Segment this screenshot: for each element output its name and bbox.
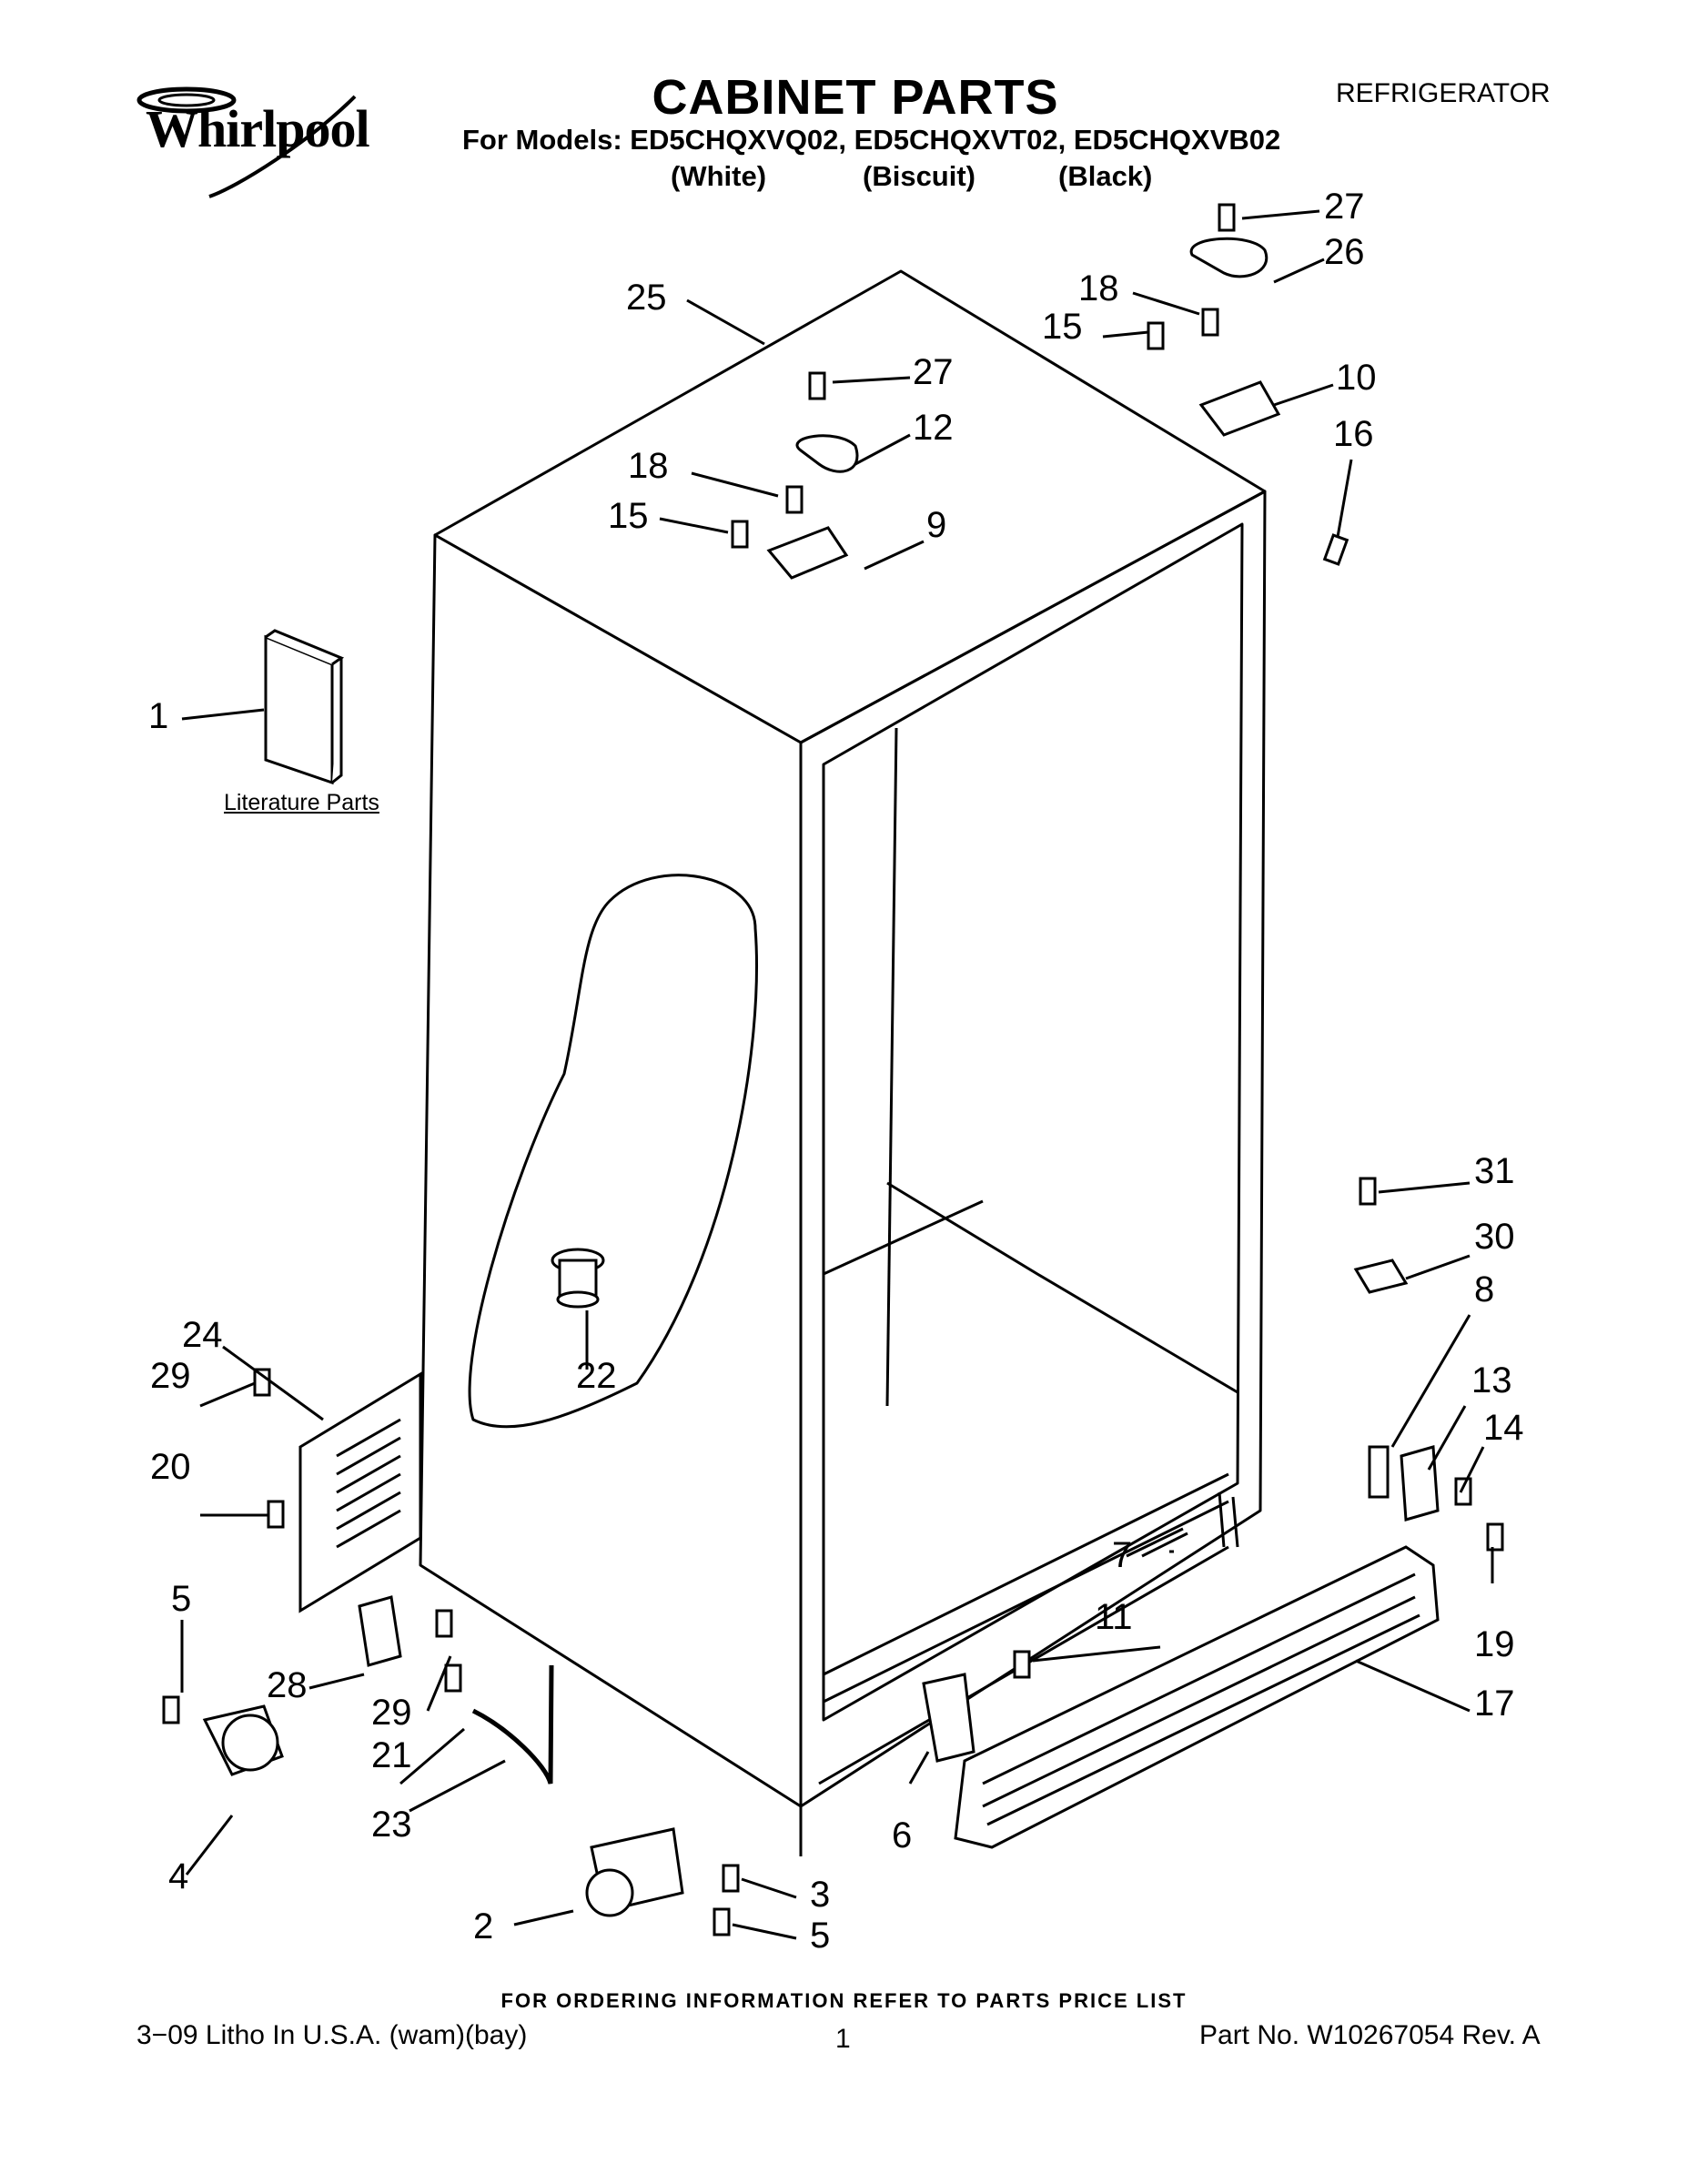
callout-6: 6: [892, 1815, 912, 1855]
front-bracket-icon: [922, 1673, 975, 1763]
callout-28: 28: [267, 1665, 308, 1705]
callout-14: 14: [1483, 1408, 1524, 1448]
leader-lines: [180, 209, 1494, 1940]
callout-4: 4: [168, 1856, 188, 1896]
callout-labels: 1 2 3 4 5 5 6 7 8 9 10 11 12 13 14 15 15…: [148, 187, 1524, 1956]
callout-30: 30: [1474, 1217, 1515, 1257]
callout-19: 19: [1474, 1624, 1515, 1664]
hinge-top-right-icon: [1189, 237, 1281, 437]
grille-icon: [954, 1545, 1440, 1849]
brand-wordmark: Whirlpool: [146, 99, 370, 158]
drain-grommet-icon: [551, 1248, 605, 1309]
callout-31: 31: [1474, 1151, 1515, 1191]
hinge-top-left-icon: [766, 434, 859, 580]
callout-17: 17: [1474, 1684, 1515, 1724]
callout-15a: 15: [608, 496, 649, 536]
water-tube-icon: [471, 1664, 554, 1785]
screw-icons: [162, 203, 1504, 1936]
callout-16: 16: [1333, 414, 1374, 454]
callout-27a: 27: [913, 352, 954, 392]
callout-23: 23: [371, 1805, 412, 1845]
callout-2: 2: [473, 1906, 493, 1946]
cabinet-parts-diagram: 1 2 3 4 5 5 6 7 8 9 10 11 12 13 14 15 15…: [148, 187, 1524, 1956]
callout-22: 22: [576, 1356, 617, 1396]
callout-21: 21: [371, 1735, 412, 1775]
callout-26: 26: [1324, 232, 1365, 272]
page-number: 1: [835, 2024, 851, 2054]
clamp-icon: [358, 1595, 402, 1667]
callout-5a: 5: [171, 1579, 191, 1619]
color-black: (Black): [1058, 160, 1153, 192]
litho-line: 3−09 Litho In U.S.A. (wam)(bay): [136, 2020, 528, 2050]
callout-25: 25: [626, 278, 667, 318]
hinge-bottom-right-icon: [1353, 1259, 1440, 1522]
roller-assembly-icon: [202, 1704, 284, 1776]
callout-18a: 18: [628, 446, 669, 486]
literature-booklet-icon: [264, 629, 345, 785]
callout-27b: 27: [1324, 187, 1365, 227]
models-line: For Models: ED5CHQXVQ02, ED5CHQXVT02, ED…: [462, 124, 1281, 156]
logo-swirl-icon: [136, 86, 357, 198]
access-panel-icon: [298, 1371, 422, 1613]
callout-3: 3: [810, 1875, 830, 1915]
literature-parts-label: Literature Parts: [224, 790, 379, 815]
callout-1: 1: [148, 696, 168, 736]
color-biscuit: (Biscuit): [863, 160, 975, 192]
callout-8: 8: [1474, 1269, 1494, 1309]
callout-20: 20: [150, 1447, 191, 1487]
page-title: CABINET PARTS: [652, 70, 1059, 125]
callout-24: 24: [182, 1315, 223, 1355]
callout-13: 13: [1471, 1360, 1512, 1400]
callout-10: 10: [1336, 358, 1377, 398]
callout-15b: 15: [1042, 307, 1083, 347]
category-label: REFRIGERATOR: [1336, 78, 1551, 108]
leveler-assembly-icon: [585, 1827, 684, 1917]
cabinet-outline: [419, 269, 1267, 1856]
callout-29b: 29: [371, 1693, 412, 1733]
ordering-note: FOR ORDERING INFORMATION REFER TO PARTS …: [500, 1989, 1188, 2012]
cutaway-view: [468, 874, 758, 1429]
callout-11: 11: [1095, 1597, 1133, 1637]
color-white: (White): [671, 160, 767, 192]
callout-29a: 29: [150, 1356, 191, 1396]
callout-7: 7: [1112, 1535, 1132, 1575]
callout-5b: 5: [810, 1916, 830, 1956]
callout-9: 9: [926, 505, 946, 545]
callout-12: 12: [913, 408, 954, 448]
callout-18b: 18: [1078, 268, 1119, 308]
part-number: Part No. W10267054 Rev. A: [1199, 2020, 1541, 2050]
